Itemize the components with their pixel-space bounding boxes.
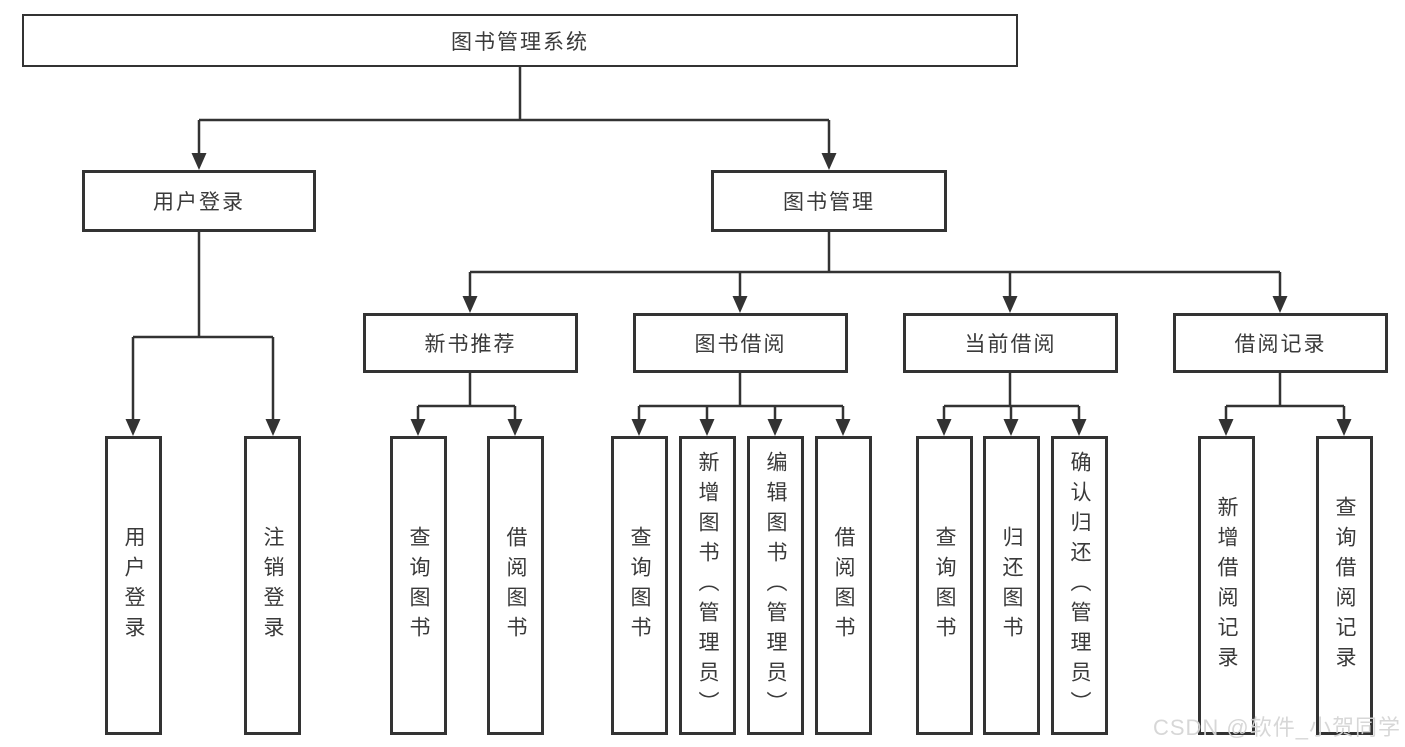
leaf-return-books: 归还图书 <box>983 436 1040 735</box>
leaf-confirm-return-admin: 确认归还（管理员） <box>1051 436 1108 735</box>
connector-currentborrow-to-leaves <box>942 373 1081 419</box>
node-user-login: 用户登录 <box>82 170 316 232</box>
leaf-query-books-current-label: 查询图书 <box>933 525 956 646</box>
node-new-book-recommend: 新书推荐 <box>363 313 578 373</box>
node-current-borrow-label: 当前借阅 <box>964 333 1057 356</box>
node-book-borrow-label: 图书借阅 <box>694 333 787 356</box>
leaf-user-login-label: 用户登录 <box>122 525 145 646</box>
connector-root-to-level2 <box>197 67 831 153</box>
leaf-borrow-books-newrec-label: 借阅图书 <box>504 525 527 646</box>
leaf-query-books-borrow: 查询图书 <box>611 436 668 735</box>
leaf-return-books-label: 归还图书 <box>1000 525 1023 646</box>
node-user-login-label: 用户登录 <box>153 191 245 214</box>
node-book-borrow: 图书借阅 <box>633 313 848 373</box>
node-book-management-label: 图书管理 <box>783 191 875 214</box>
leaf-logout-login-label: 注销登录 <box>261 525 284 646</box>
leaf-edit-books-admin-label: 编辑图书（管理员） <box>764 450 787 721</box>
leaf-user-login: 用户登录 <box>105 436 162 735</box>
node-library-system: 图书管理系统 <box>22 14 1018 67</box>
connector-userlogin-to-leaves <box>131 232 275 419</box>
leaf-logout-login: 注销登录 <box>244 436 301 735</box>
node-current-borrow: 当前借阅 <box>903 313 1118 373</box>
leaf-confirm-return-admin-label: 确认归还（管理员） <box>1068 450 1091 721</box>
leaf-edit-books-admin: 编辑图书（管理员） <box>747 436 804 735</box>
connector-newbookrec-to-leaves <box>416 373 517 419</box>
leaf-query-books-newrec: 查询图书 <box>390 436 447 735</box>
leaf-query-books-current: 查询图书 <box>916 436 973 735</box>
leaf-query-books-newrec-label: 查询图书 <box>407 525 430 646</box>
node-book-management: 图书管理 <box>711 170 947 232</box>
node-borrow-records-label: 借阅记录 <box>1234 333 1327 356</box>
leaf-borrow-books-borrow-label: 借阅图书 <box>832 525 855 646</box>
node-borrow-records: 借阅记录 <box>1173 313 1388 373</box>
connector-bookborrow-to-leaves <box>637 373 845 419</box>
node-library-system-label: 图书管理系统 <box>451 30 589 54</box>
leaf-query-borrow-record: 查询借阅记录 <box>1316 436 1373 735</box>
leaf-add-borrow-record: 新增借阅记录 <box>1198 436 1255 735</box>
leaf-add-borrow-record-label: 新增借阅记录 <box>1215 495 1238 676</box>
leaf-borrow-books-newrec: 借阅图书 <box>487 436 544 735</box>
leaf-add-books-admin-label: 新增图书（管理员） <box>696 450 719 721</box>
csdn-watermark: CSDN @软件_小贺同学 <box>1152 715 1401 740</box>
node-new-book-recommend-label: 新书推荐 <box>424 333 517 356</box>
connector-borrowrecords-to-leaves <box>1224 373 1346 419</box>
leaf-add-books-admin: 新增图书（管理员） <box>679 436 736 735</box>
leaf-borrow-books-borrow: 借阅图书 <box>815 436 872 735</box>
leaf-query-books-borrow-label: 查询图书 <box>628 525 651 646</box>
connector-bookmgmt-to-level3 <box>468 232 1282 296</box>
leaf-query-borrow-record-label: 查询借阅记录 <box>1333 495 1356 676</box>
